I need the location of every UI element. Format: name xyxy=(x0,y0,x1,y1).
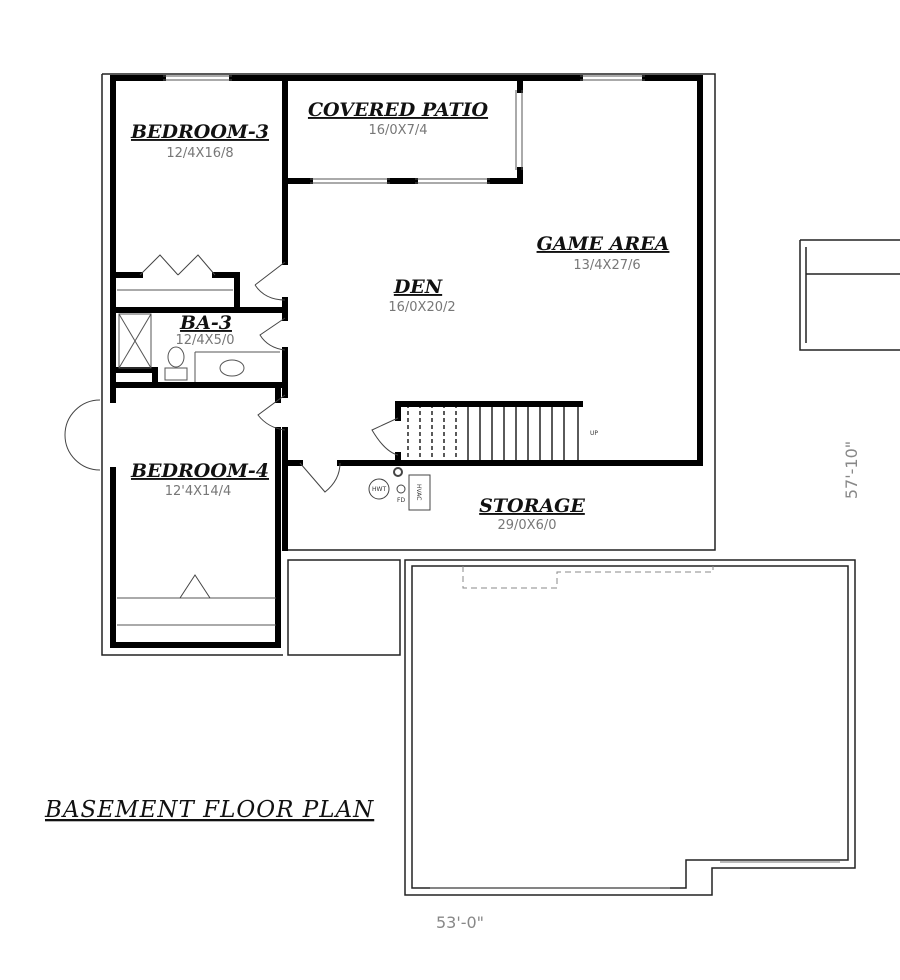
outer-outline xyxy=(101,73,716,656)
hvac-label: HVAC xyxy=(415,484,422,500)
stairs-up-label: UP xyxy=(590,430,598,437)
door-swings xyxy=(64,254,399,599)
room-name-den: DEN xyxy=(393,276,443,298)
room-size-bedroom-3: 12/4X16/8 xyxy=(166,146,233,161)
room-name-bedroom-3: BEDROOM-3 xyxy=(130,121,269,143)
room-name-storage: STORAGE xyxy=(479,495,585,517)
room-size-bedroom-4: 12'4X14/4 xyxy=(165,484,232,499)
garage-slab xyxy=(287,239,900,896)
walls xyxy=(110,75,703,648)
windows xyxy=(117,75,645,626)
room-name-ba-3: BA-3 xyxy=(179,312,232,334)
width-dimension: 53'-0" xyxy=(436,913,484,932)
utility-fixtures xyxy=(368,467,431,511)
hwt-label: HWT xyxy=(372,486,386,493)
fd-label: FD xyxy=(397,497,405,504)
plan-title: BASEMENT FLOOR PLAN xyxy=(44,797,374,823)
room-size-den: 16/0X20/2 xyxy=(388,300,455,315)
room-name-game-area: GAME AREA xyxy=(537,233,670,255)
room-size-covered-patio: 16/0X7/4 xyxy=(368,123,427,138)
room-size-game-area: 13/4X27/6 xyxy=(573,258,640,273)
stairs[interactable] xyxy=(407,404,579,463)
room-name-covered-patio: COVERED PATIO xyxy=(308,99,489,121)
room-size-ba-3: 12/4X5/0 xyxy=(175,333,234,348)
room-name-bedroom-4: BEDROOM-4 xyxy=(130,460,269,482)
depth-dimension: 57'-10" xyxy=(842,441,861,499)
room-size-storage: 29/0X6/0 xyxy=(497,518,556,533)
